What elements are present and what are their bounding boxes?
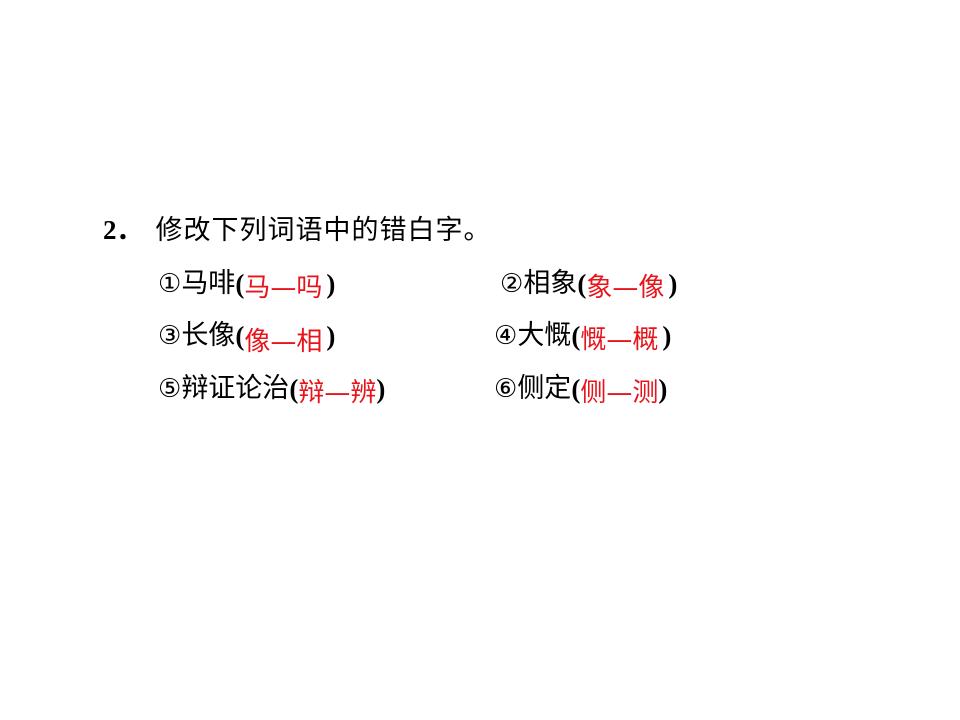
answer-correction: 辩—辨	[298, 378, 377, 408]
open-paren: (	[571, 321, 581, 351]
question-prompt: 修改下列词语中的错白字。	[155, 215, 492, 246]
item-marker: ④	[494, 321, 518, 351]
answer-correction: 侧—测	[580, 378, 659, 408]
item-word: 侧定	[517, 373, 572, 404]
close-paren: )	[376, 374, 386, 404]
close-paren: )	[326, 321, 336, 351]
item-marker: ①	[158, 269, 182, 299]
open-paren: (	[235, 269, 245, 299]
item-marker: ③	[158, 321, 182, 351]
exercise-item-6: ⑥ 侧定 ( 侧—测 )	[494, 371, 668, 408]
item-marker: ②	[500, 269, 524, 299]
answer-correction: 慨—概	[580, 325, 659, 355]
exercise-item-5: ⑤ 辩证论治 ( 辩—辨 )	[158, 371, 386, 408]
item-word: 长像	[181, 320, 236, 351]
item-word: 大慨	[517, 320, 572, 351]
exercise-item-4: ④ 大慨 ( 慨—概 )	[494, 318, 672, 355]
open-paren: (	[235, 321, 245, 351]
close-paren: )	[326, 269, 336, 299]
answer-correction: 象—像	[586, 273, 665, 303]
close-paren: )	[662, 321, 672, 351]
question-heading: 2． 修改下列词语中的错白字。	[103, 211, 492, 250]
item-marker: ⑥	[494, 374, 518, 404]
close-paren: )	[658, 374, 668, 404]
open-paren: (	[571, 374, 581, 404]
close-paren: )	[668, 269, 678, 299]
question-number: 2．	[103, 215, 144, 245]
open-paren: (	[577, 269, 587, 299]
item-word: 相象	[523, 268, 578, 299]
answer-correction: 马—吗	[244, 273, 323, 303]
exercise-item-2: ② 相象 ( 象—像 )	[500, 266, 678, 303]
open-paren: (	[289, 374, 299, 404]
item-word: 马啡	[181, 268, 236, 299]
item-word: 辩证论治	[181, 373, 290, 404]
answer-correction: 像—相	[244, 327, 323, 357]
exercise-item-3: ③ 长像 ( 像—相 )	[158, 318, 336, 357]
item-marker: ⑤	[158, 374, 182, 404]
exercise-item-1: ① 马啡 ( 马—吗 )	[158, 266, 336, 303]
